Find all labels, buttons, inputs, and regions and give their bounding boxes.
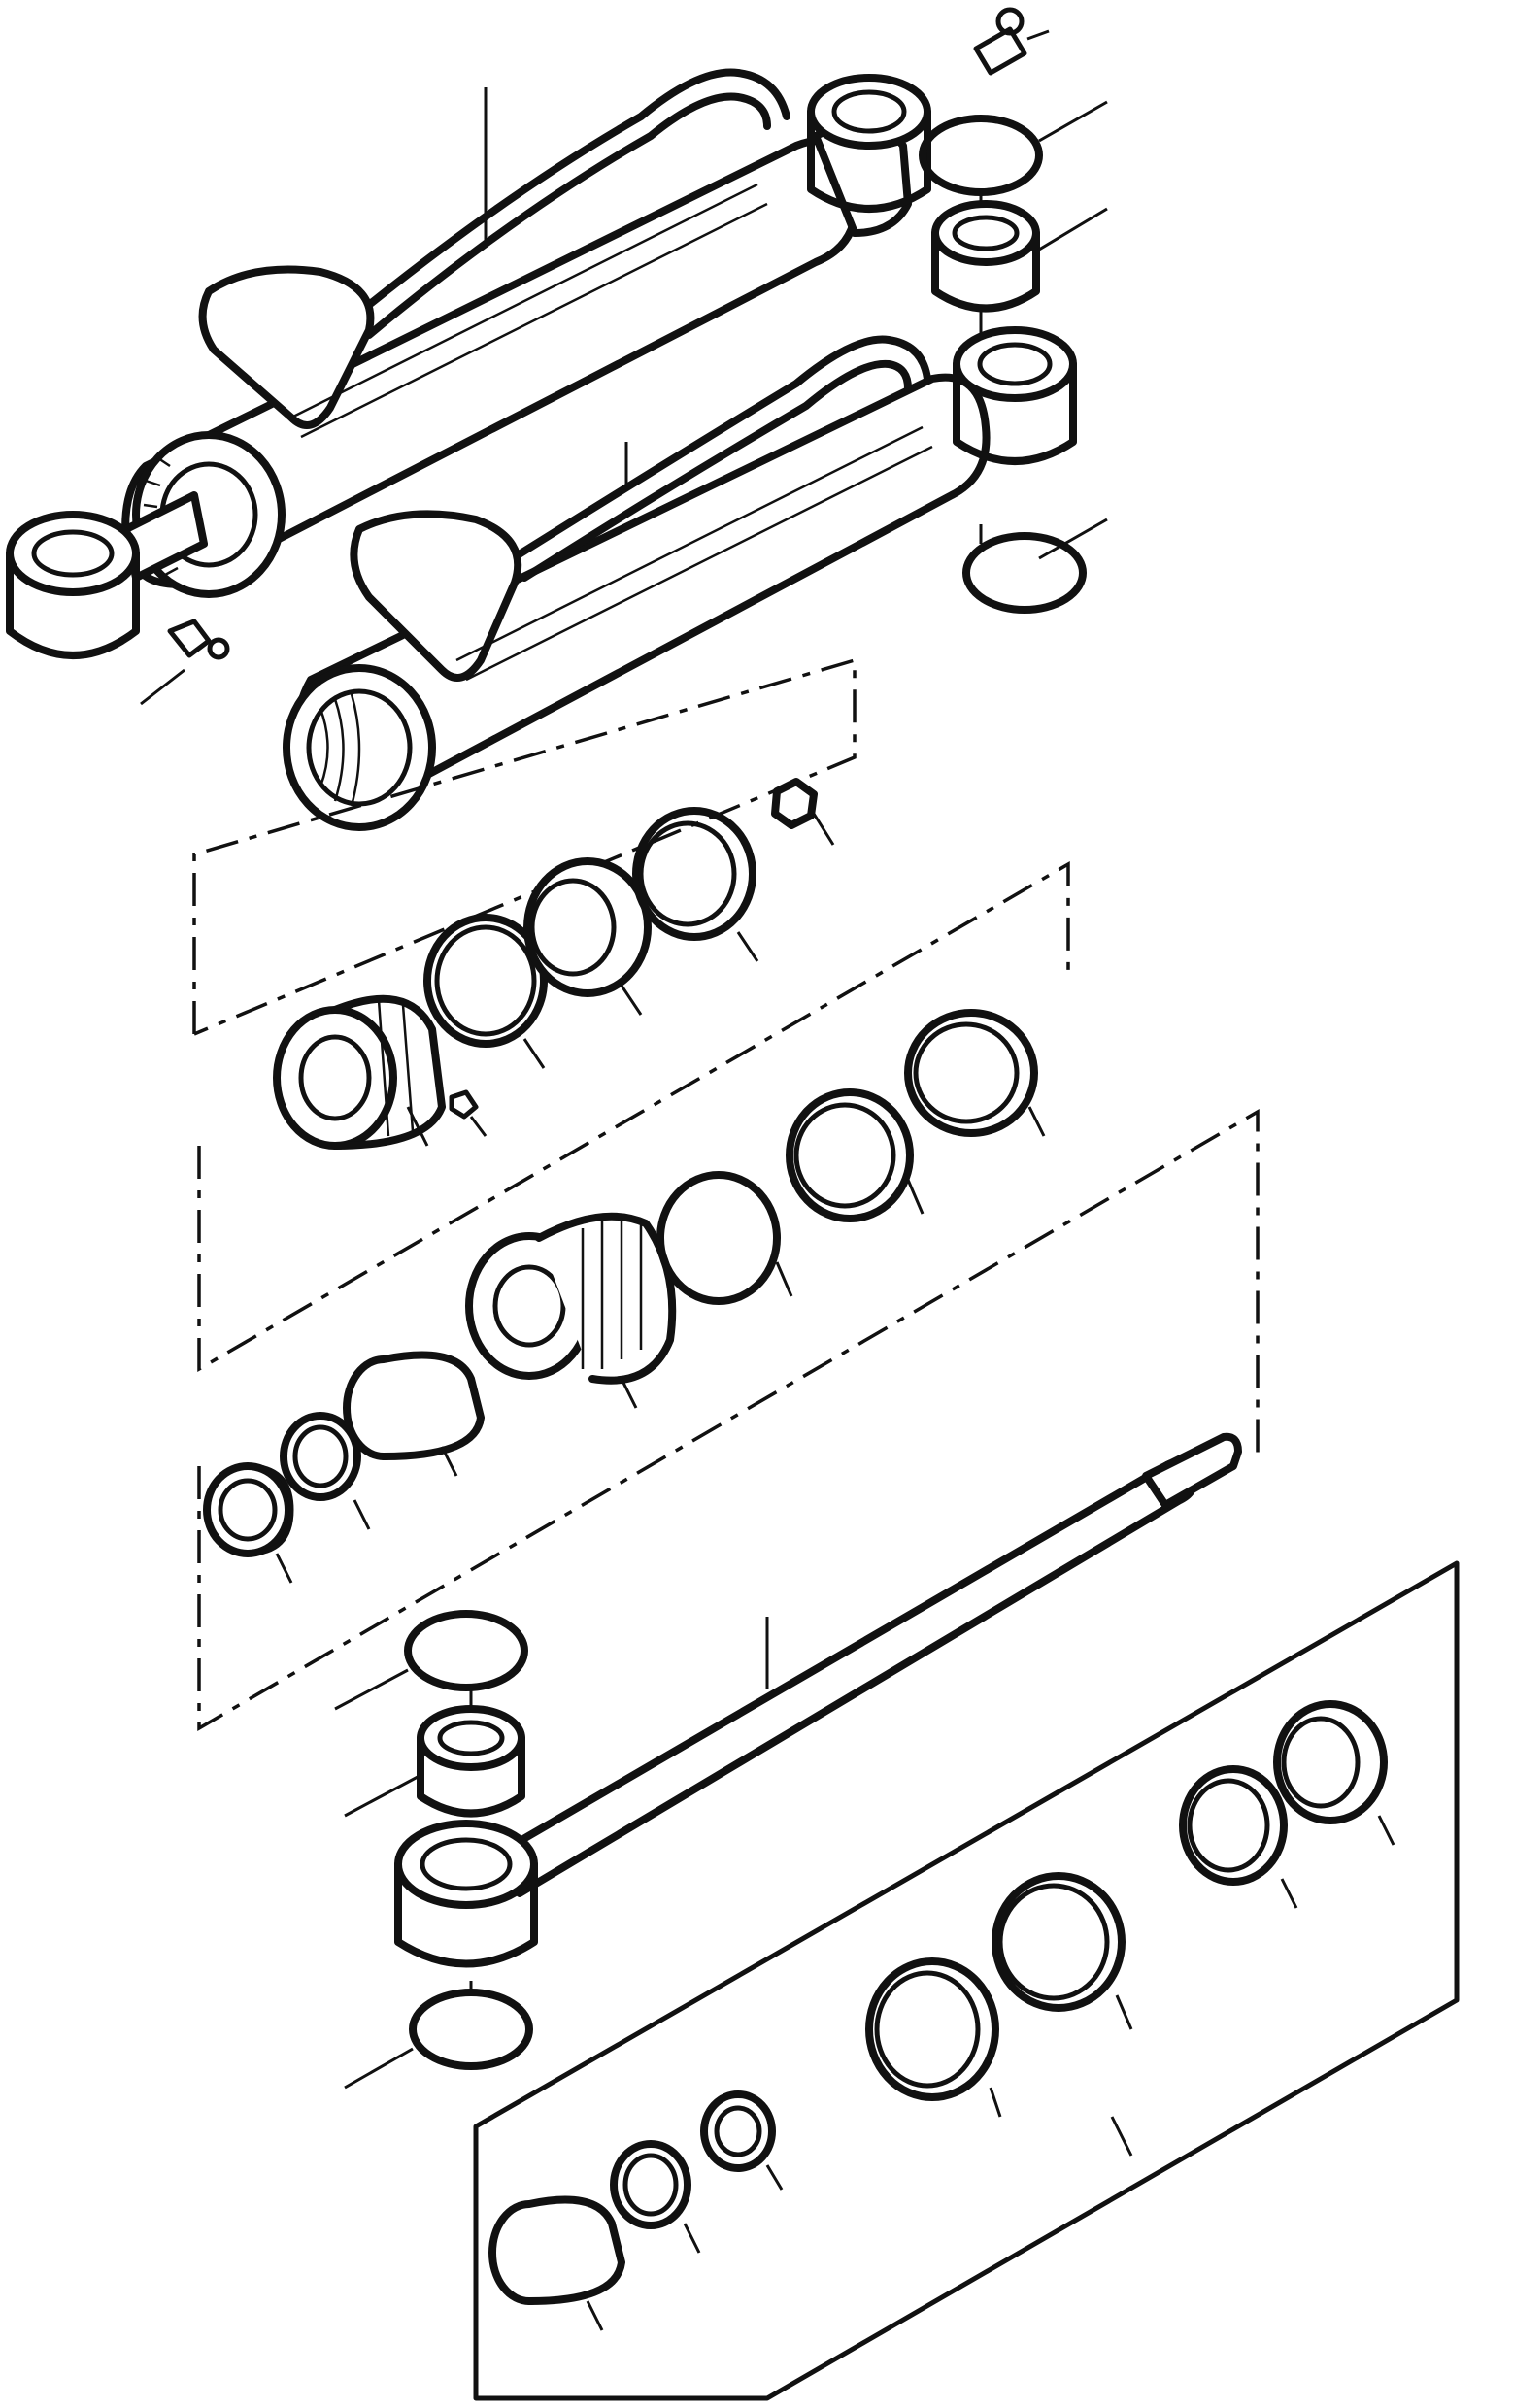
seal-group-gland: [197, 860, 1070, 1409]
seal-group-rod: [197, 1108, 1260, 1732]
piston-rod: [334, 1432, 1242, 2090]
cylinder-lower: [283, 87, 1077, 831]
cylinder-upper: [6, 68, 931, 706]
upper-right-hardware: [919, 7, 1108, 614]
seal-kit-box: [473, 1560, 1460, 2401]
seal-group-piston: [192, 657, 857, 1150]
